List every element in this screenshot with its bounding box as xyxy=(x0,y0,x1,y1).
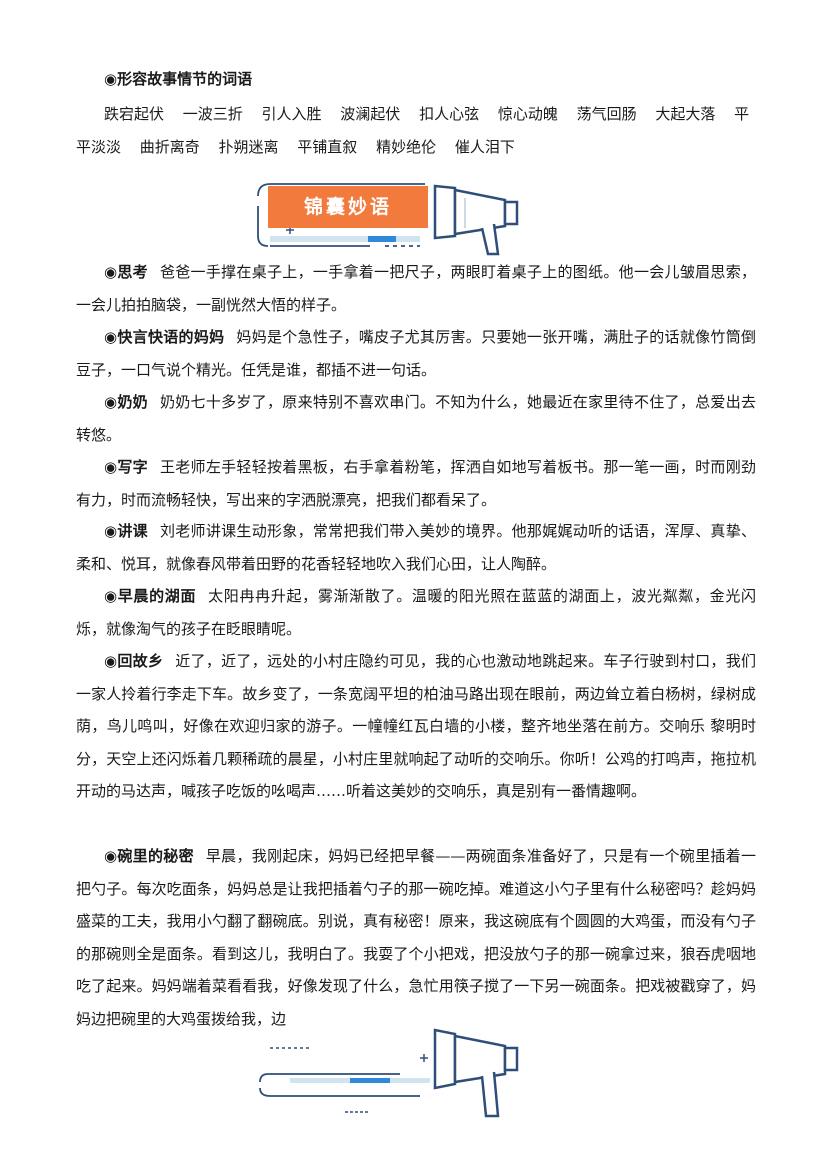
paragraph-text: 太阳冉冉升起，雾渐渐散了。温暖的阳光照在蓝蓝的湖面上，波光粼粼，金光闪烁，就像淘… xyxy=(76,587,756,638)
paragraph-text: 奶奶七十多岁了，原来特别不喜欢串门。不知为什么，她最近在家里待不住了，总爱出去转… xyxy=(76,393,756,444)
paragraph-label: ◉写字 xyxy=(104,458,148,476)
paragraph-text: 近了，近了，远处的小村庄隐约可见，我的心也激动地跳起来。车子行驶到村口，我们一家… xyxy=(76,652,756,800)
paragraph-writing: ◉写字王老师左手轻轻按着黑板，右手拿着粉笔，挥洒自如地写着板书。那一笔一画，时而… xyxy=(76,451,756,516)
banner-title: 锦囊妙语 xyxy=(268,186,428,228)
paragraph-text: 王老师左手轻轻按着黑板，右手拿着粉笔，挥洒自如地写着板书。那一笔一画，时而刚劲有… xyxy=(76,458,756,509)
paragraph-hometown: ◉回故乡近了，近了，远处的小村庄隐约可见，我的心也激动地跳起来。车子行驶到村口，… xyxy=(76,645,756,808)
paragraph-label: ◉奶奶 xyxy=(104,393,148,411)
idioms-list: 跌宕起伏 一波三折 引人入胜 波澜起伏 扣人心弦 惊心动魄 荡气回肠 大起大落 … xyxy=(76,105,750,156)
paragraph-grandma: ◉奶奶奶奶七十多岁了，原来特别不喜欢串门。不知为什么，她最近在家里待不住了，总爱… xyxy=(76,386,756,451)
paragraph-thinking: ◉思考爸爸一手撑在桌子上，一手拿着一把尺子，两眼盯着桌子上的图纸。他一会儿皱眉思… xyxy=(76,256,756,321)
paragraph-text: 早晨，我刚起床，妈妈已经把早餐——两碗面条准备好了，只是有一个碗里插着一把勺子。… xyxy=(76,847,756,1028)
paragraph-text: 妈妈是个急性子，嘴皮子尤其厉害。只要她一张开嘴，满肚子的话就像竹筒倒豆子，一口气… xyxy=(76,328,756,379)
paragraph-label: ◉思考 xyxy=(104,263,148,281)
paragraph-lake: ◉早晨的湖面太阳冉冉升起，雾渐渐散了。温暖的阳光照在蓝蓝的湖面上，波光粼粼，金光… xyxy=(76,580,756,645)
paragraph-text: 爸爸一手撑在桌子上，一手拿着一把尺子，两眼盯着桌子上的图纸。他一会儿皱眉思索，一… xyxy=(76,263,756,314)
paragraph-label: ◉碗里的秘密 xyxy=(104,847,194,865)
paragraph-mom: ◉快言快语的妈妈妈妈是个急性子，嘴皮子尤其厉害。只要她一张开嘴，满肚子的话就像竹… xyxy=(76,321,756,386)
section-heading: ◉形容故事情节的词语 xyxy=(104,70,253,88)
paragraph-label: ◉回故乡 xyxy=(104,652,164,670)
paragraph-label: ◉讲课 xyxy=(104,522,148,540)
paragraph-text: 刘老师讲课生动形象，常常把我们带入美妙的境界。他那娓娓动听的话语，浑厚、真挚、柔… xyxy=(76,522,756,573)
paragraph-lecture: ◉讲课刘老师讲课生动形象，常常把我们带入美妙的境界。他那娓娓动听的话语，浑厚、真… xyxy=(76,515,756,580)
megaphone-decoration-icon xyxy=(259,1028,519,1118)
megaphone-banner-icon xyxy=(257,183,519,256)
paragraph-label: ◉快言快语的妈妈 xyxy=(104,328,225,346)
paragraph-bowl-secret: ◉碗里的秘密早晨，我刚起床，妈妈已经把早餐——两碗面条准备好了，只是有一个碗里插… xyxy=(76,840,756,1035)
paragraph-label: ◉早晨的湖面 xyxy=(104,587,197,605)
